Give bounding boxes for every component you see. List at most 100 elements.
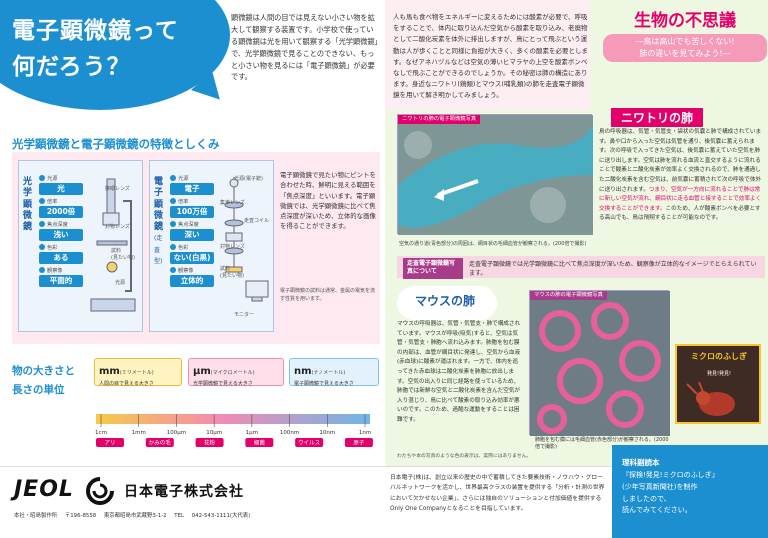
diagram-label: 集束レンズ: [220, 200, 245, 206]
spec-item: 色彩ある: [39, 244, 83, 264]
scale-object-label: かみの毛: [149, 439, 172, 447]
image-footnote: わたちや本の写真のような色の表示は、実際にはありません。: [397, 454, 532, 459]
spec-item: 観察像立体的: [170, 267, 214, 287]
light-source-icon: [39, 175, 45, 181]
scale-object-badge: [344, 438, 373, 447]
scale-gradient-bar: [96, 414, 370, 424]
title-line-2: 何だろう？: [12, 53, 131, 80]
biology-title: 生物の不思議: [634, 11, 736, 31]
scale-object-label: 原子: [353, 440, 365, 447]
unit-box-mm: mm(ミリメートル) 人間の目で見える大きさ: [94, 358, 182, 387]
color-icon: [39, 244, 45, 250]
spec-item: 色彩ない(白黒): [170, 244, 214, 264]
electron-microscope-diagram: [224, 177, 269, 302]
book-cover-image: ミクロのふしぎ 発見!発見!: [675, 344, 761, 424]
scale-object-badge: [145, 438, 174, 447]
scale-tick-label: 100nm: [280, 430, 299, 436]
scale-tick-label: 10nm: [319, 430, 335, 436]
spec-item: 焦点深度深い: [170, 221, 214, 241]
scale-object-badge: [245, 438, 274, 447]
sem-tag: 走査電子顕微鏡写真について: [403, 258, 463, 279]
diagram-label: 対物レンズ: [220, 244, 245, 250]
ant-illustration-icon: [686, 382, 735, 416]
diagram-label: (見たい物): [220, 273, 244, 279]
left-page: 電子顕微鏡って 何だろう？ 顕微鏡は人間の目では見えない小さい物を拡大して観察す…: [0, 0, 383, 466]
spec-item: 焦点深度浅い: [39, 221, 83, 241]
unit-box-um: μm(マイクロメートル) 光学顕微鏡で見える大きさ: [188, 358, 284, 387]
unit-box-nm: nm(ナノメートル) 電子顕微鏡で見える大きさ: [289, 358, 379, 387]
optical-microscope-diagram: [90, 178, 136, 312]
scale-object-label: 花粉: [204, 439, 216, 447]
biology-intro-paragraph: 人も馬も食べ物をエネルギーに変えるためには酸素が必要で、呼吸をすることで、体内に…: [393, 13, 588, 100]
scale-tick-label: 1mm: [132, 430, 146, 436]
mouse-lung-image: [530, 291, 670, 436]
company-name: 日本電子株式会社: [124, 484, 244, 500]
diagram-label: 試料: [220, 266, 231, 272]
diagram-label: 光源: [115, 280, 126, 286]
light-source-icon: [170, 175, 176, 181]
spec-value: 100万倍: [170, 206, 214, 218]
spec-value: 光: [39, 183, 83, 195]
spec-value: 2000倍: [39, 206, 83, 218]
spec-value: 平面的: [39, 275, 83, 287]
scale-object-label: ウイルス: [298, 439, 320, 447]
mouse-image-caption: 肺胞を包む膜には毛細血管(赤色部分)が観察される。(2000倍で撮影): [535, 437, 669, 450]
spec-value: 深い: [170, 229, 214, 241]
book-promotion: 理科副読本 『探検!発見!ミクロのふしぎ』 (少年写真新聞社)を制作 しましたの…: [612, 445, 768, 538]
spec-value: ない(白黒): [170, 252, 214, 264]
jeol-logo-mark-icon: [86, 477, 114, 505]
size-units-heading: 物の大きさと 長さの単位: [12, 365, 75, 396]
mouse-heading-bubble: [397, 286, 497, 320]
depth-icon: [170, 221, 176, 227]
intro-paragraph: 顕微鏡は人間の目では見えない小さい物を拡大して観察する装置です。小学校で使ってい…: [231, 13, 379, 82]
diagram-label: 光源(電子銃): [234, 176, 263, 182]
comparison-footnote: 電子顕微鏡の試料は通常、金属の電気を流す性質を用います。: [280, 288, 376, 302]
chicken-lung-text: 鳥の呼吸器は、気管・気管支・袋状の気嚢と肺で構成されています。鼻や口から入った空…: [599, 129, 762, 222]
right-page: 人も馬も食べ物をエネルギーに変えるためには酸素が必要で、呼吸をすることで、体内に…: [385, 0, 768, 466]
magnification-icon: [39, 198, 45, 204]
image-header: マウスの肺の電子顕微鏡写真: [530, 291, 607, 300]
scale-object-badge: [295, 438, 324, 447]
page-title: 電子顕微鏡って 何だろう？: [12, 14, 222, 85]
spec-value: 立体的: [170, 275, 214, 287]
color-icon: [170, 244, 176, 250]
chicken-lung-image: [398, 115, 593, 235]
spec-item: 光源電子: [170, 175, 214, 195]
chicken-lung-micrograph: ニワトリの肺の電子顕微鏡写真: [397, 114, 593, 235]
diagram-label: 接眼レンズ: [105, 186, 130, 192]
magnification-icon: [170, 198, 176, 204]
scale-object-label: 細菌: [254, 439, 266, 447]
scale-tick-label: 1cm: [95, 430, 107, 436]
mouse-lung-text: マウスの呼吸器は、気管・気管支・肺で構成されています。マウスが呼吸(吸気)すると…: [397, 321, 521, 424]
intro-background: [385, 0, 590, 110]
spec-value: 電子: [170, 183, 214, 195]
company-description: 日本電子(株)は、創立以来の歴史の中で蓄積してきた要素技術・ノウハウ・グローバル…: [390, 475, 605, 513]
spec-item: 光源光: [39, 175, 83, 195]
scale-object-label: アリ: [104, 440, 115, 447]
biology-subtitle: ―鳥は高山でも苦しくない! 肺の違いを見てみよう!―: [603, 34, 767, 62]
chicken-image-caption: 空気の通り道(青色部分)の周囲は、網目状の毛細血管が観察される。(200倍で撮影…: [399, 241, 587, 247]
image-icon: [170, 267, 176, 273]
book-title: ミクロのふしぎ: [691, 352, 747, 361]
spec-value: 浅い: [39, 229, 83, 241]
sem-explanation-strip: 走査電子顕微鏡写真について 走査電子顕微鏡では光学顕微鏡に比べて焦点深度が深いた…: [397, 256, 765, 279]
scale-object-badge: [96, 438, 124, 447]
diagram-label: 試料: [111, 248, 122, 254]
title-line-1: 電子顕微鏡って: [12, 18, 179, 44]
image-header: ニワトリの肺の電子顕微鏡写真: [398, 115, 481, 124]
image-icon: [39, 267, 45, 273]
electron-microscope-label: 電子顕微鏡(走査型): [154, 177, 164, 265]
book-subtitle: 発見!発見!: [706, 371, 731, 377]
diagram-label: 対物レンズ: [105, 224, 130, 230]
diagram-label: モニター: [234, 312, 255, 318]
sem-text: 走査電子顕微鏡では光学顕微鏡に比べて焦点深度が深いため、観察像が立体的なイメージ…: [469, 261, 757, 277]
focus-depth-note: 電子顕微鏡で見たい物にピントを合わせた時、鮮明に見える範囲を「焦点深度」といいま…: [280, 171, 376, 231]
